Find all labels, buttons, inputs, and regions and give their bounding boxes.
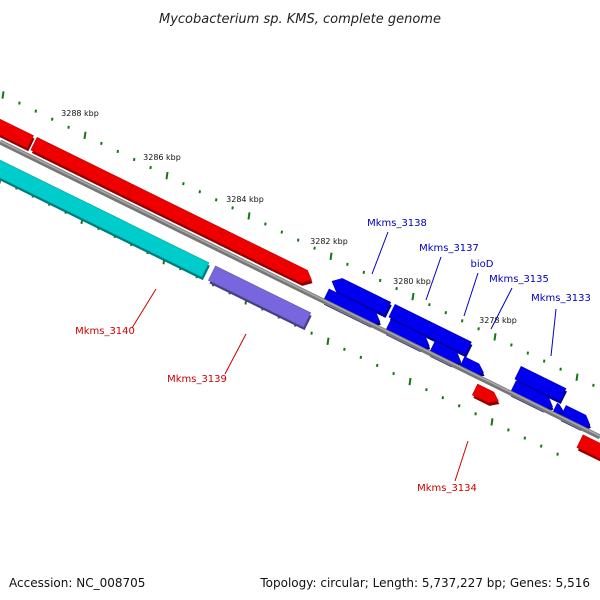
upper-scale-tick [575, 373, 579, 381]
scale-label: 3288 kbp [61, 109, 99, 118]
gene-block-fwd-1 [0, 118, 35, 152]
gene-block-mkms-3139-body [208, 265, 312, 328]
gene-block-mkms-3140-fwd-body [216, 228, 312, 284]
accession-text: Accession: NC_008705 [9, 576, 145, 590]
upper-scale-tick [83, 131, 87, 140]
callout-line-mkms_3134 [454, 440, 469, 482]
gene-label-biod: bioD [471, 259, 494, 270]
callout-line-mkms_3138 [371, 231, 389, 275]
upper-scale-tick [247, 212, 251, 220]
gene-label-mkms_3133: Mkms_3133 [531, 293, 591, 304]
callout-line-mkms_3139 [224, 333, 247, 375]
gene-block-fwd-edge-body [576, 434, 600, 460]
gene-block-fwd-edge [576, 434, 600, 462]
gene-block-mkms-3138-body [331, 278, 392, 316]
upper-scale-tick [329, 252, 333, 261]
gene-block-cyan-body [0, 159, 210, 278]
upper-scale-tick [411, 292, 415, 301]
gene-block-mkms-3133-body [514, 365, 567, 402]
scale-label: 3286 kbp [143, 153, 181, 162]
upper-scale-tick [1, 91, 5, 99]
gene-label-mkms_3137: Mkms_3137 [419, 243, 479, 254]
gene-label-mkms_3135: Mkms_3135 [489, 274, 549, 285]
genome-summary-text: Topology: circular; Length: 5,737,227 bp… [259, 576, 590, 590]
callout-line-mkms_3135 [490, 287, 513, 330]
gene-block-mkms-3134-body [471, 383, 499, 404]
gene-block-mkms-3140-fwd [216, 228, 313, 286]
gene-block-mkms-3137-body [388, 304, 472, 355]
genome-backbone [0, 139, 600, 440]
gene-tracks [0, 118, 600, 462]
scale-label: 3284 kbp [226, 195, 264, 204]
gene-block-cyan [0, 159, 210, 281]
upper-scale-tick [165, 171, 169, 180]
callout-line-mkms_3140 [131, 288, 157, 329]
gene-block-mkms-3139 [208, 265, 312, 331]
scale-label: 3282 kbp [310, 237, 348, 246]
scale-labels: 3288 kbp 3286 kbp 3284 kbp 3282 kbp 3280 kbp… [61, 109, 517, 325]
callout-line-mkms_3133 [550, 308, 557, 357]
scale-label: 3278 kbp [479, 316, 517, 325]
callout-line-mkms_3137 [425, 256, 442, 301]
gene-label-mkms_3140: Mkms_3140 [75, 326, 135, 337]
gene-block-mkms-3134 [471, 383, 500, 406]
gene-block-rev-d-body [552, 402, 565, 414]
upper-scale-tick [493, 333, 497, 341]
gene-block-mkms-3137 [388, 304, 473, 358]
gene-block-mkms-3138 [331, 278, 392, 318]
lower-scale-tick [490, 418, 494, 426]
lower-scale-tick [326, 337, 330, 346]
gene-block-mkms-3133 [514, 365, 567, 405]
callout-line-biod [463, 272, 479, 317]
gene-label-mkms_3134: Mkms_3134 [417, 483, 477, 494]
lower-scale-tick [408, 377, 412, 386]
gene-label-mkms_3138: Mkms_3138 [367, 218, 427, 229]
genome-backbone-highlight [0, 140, 600, 437]
map-title: Mycobacterium sp. KMS, complete genome [159, 12, 441, 27]
gene-label-mkms_3139: Mkms_3139 [167, 374, 227, 385]
scale-label: 3280 kbp [393, 277, 431, 286]
gene-block-fwd-1-body [0, 118, 34, 149]
